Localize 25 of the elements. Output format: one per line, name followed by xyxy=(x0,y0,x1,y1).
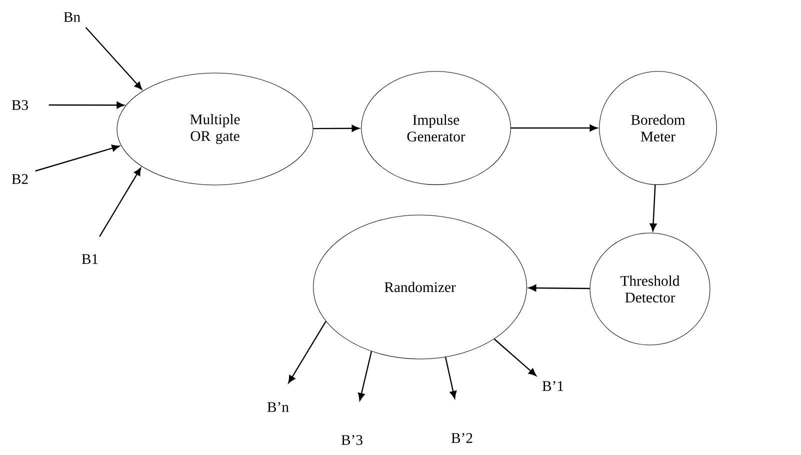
arrow xyxy=(510,124,598,132)
signal-label: B’2 xyxy=(451,433,472,443)
arrow xyxy=(528,284,590,292)
signal-label: B3 xyxy=(12,100,28,110)
arrow xyxy=(444,357,457,399)
arrow xyxy=(650,184,657,232)
arrow xyxy=(85,26,142,90)
signal-label: B1 xyxy=(82,254,98,264)
arrow xyxy=(494,338,536,376)
ellipse-node: Boredom Meter xyxy=(599,71,717,185)
arrow xyxy=(35,144,120,172)
ellipse-node: Threshold Detector xyxy=(590,232,710,346)
ellipse-node: Randomizer xyxy=(313,214,527,360)
signal-label: B’3 xyxy=(341,435,362,445)
arrow xyxy=(288,320,326,384)
signal-label: Bn xyxy=(64,12,80,22)
signal-label: B’1 xyxy=(542,381,564,391)
arrow xyxy=(313,124,360,132)
ellipse-node: Multiple OR gate xyxy=(116,72,314,186)
arrow xyxy=(48,102,124,109)
arrow xyxy=(99,168,142,237)
signal-label: B2 xyxy=(12,174,28,184)
arrow xyxy=(358,351,372,401)
signal-label: B’n xyxy=(267,402,289,412)
ellipse-node: Impulse Generator xyxy=(361,71,511,185)
